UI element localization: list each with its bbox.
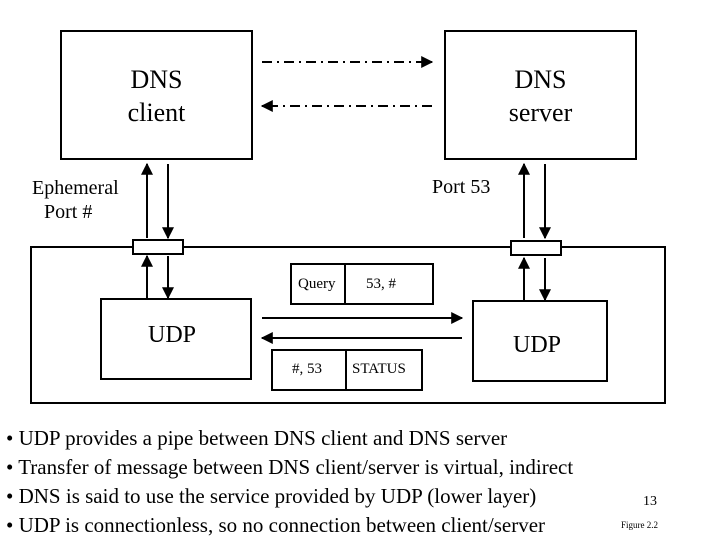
server-port-label: Port 53: [432, 176, 491, 198]
udp-client-label: UDP: [148, 322, 197, 348]
client-port-label-line1: Ephemeral: [32, 177, 119, 199]
dns-server-label-line1: DNS: [514, 65, 567, 94]
query-packet-ports: 53, #: [366, 276, 396, 292]
bullet-item: • Transfer of message between DNS client…: [6, 455, 574, 479]
bullet-item: • UDP is connectionless, so no connectio…: [6, 513, 546, 537]
dns-client-label: DNS client: [60, 64, 253, 129]
query-packet-type: Query: [298, 276, 336, 292]
dns-client-box: [60, 30, 253, 160]
dns-server-label: DNS server: [444, 64, 637, 129]
udp-server-label: UDP: [513, 332, 562, 358]
figure-label: Figure 2.2: [621, 520, 658, 530]
slide-number: 13: [643, 494, 657, 509]
response-packet-type: STATUS: [352, 361, 406, 377]
dns-server-box: [444, 30, 637, 160]
dns-client-label-line2: client: [127, 97, 186, 127]
transport-layer-frame: [30, 246, 666, 404]
bullet-list: • UDP provides a pipe between DNS client…: [6, 424, 573, 540]
query-packet-box: [290, 263, 434, 305]
client-port-label: Ephemeral Port #: [32, 176, 119, 224]
dns-server-label-line2: server: [508, 97, 573, 127]
client-port-label-line2: Port #: [44, 201, 93, 223]
client-port-connector: [132, 239, 184, 255]
udp-client-box: [100, 298, 252, 380]
bullet-item: • UDP provides a pipe between DNS client…: [6, 426, 508, 450]
response-packet-ports: #, 53: [292, 361, 322, 377]
dns-client-label-line1: DNS: [130, 65, 183, 94]
bullet-item: • DNS is said to use the service provide…: [6, 484, 537, 508]
server-port-connector: [510, 240, 562, 256]
